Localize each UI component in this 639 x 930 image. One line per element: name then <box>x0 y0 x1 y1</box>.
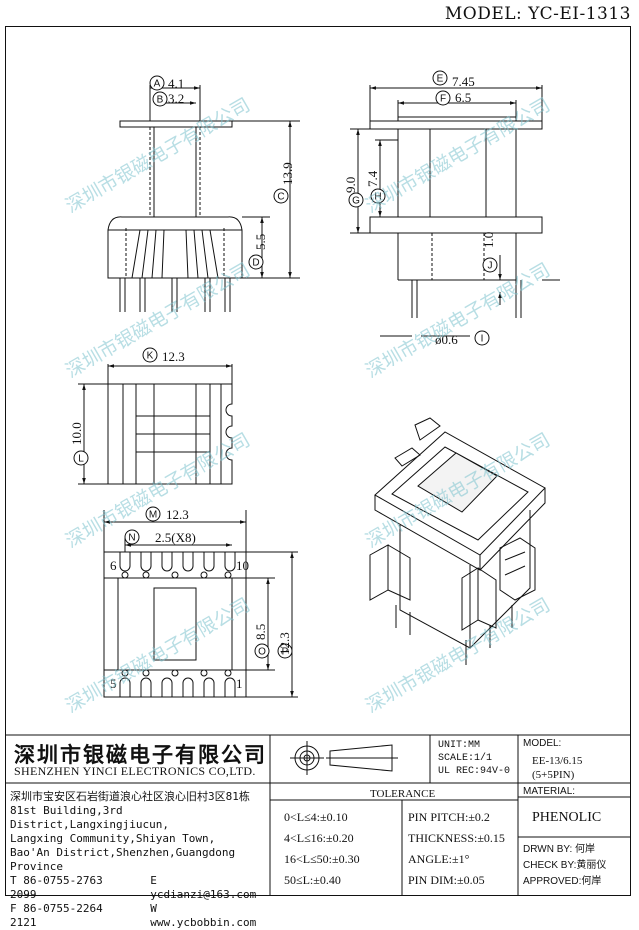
pin-label-top-left: 6 <box>110 558 117 573</box>
address-en-line-3: Bao'An District,Shenzhen,Guangdong Provi… <box>10 846 236 873</box>
callout-letter-f: F <box>440 94 446 105</box>
dimension-callouts: AB C D EF G H J I K L M N O P <box>73 70 498 659</box>
callout-letter-h: H <box>374 192 381 203</box>
telephone: T 86-0755-2763 2099 <box>10 874 103 901</box>
unit-label: UNIT:MM <box>438 740 481 751</box>
callout-circle-a <box>149 75 165 91</box>
tolerance-row: ANGLE:±1° <box>408 852 470 866</box>
tolerance-length-list: 0<L≤4:±0.10 4<L≤16:±0.20 16<L≤50:±0.30 5… <box>284 807 360 891</box>
website: W www.ycbobbin.com <box>150 902 257 929</box>
callout-letter-o: O <box>258 647 266 658</box>
callout-letter-k: K <box>147 351 154 362</box>
ul-label: UL REC:94V-0 <box>438 766 511 777</box>
dim-h-value: 7.4 <box>365 170 380 187</box>
model-box-line-2: (5+5PIN) <box>532 769 575 781</box>
dim-a-value: 4.1 <box>168 76 184 91</box>
model-title: MODEL: YC-EI-1313 <box>444 4 631 24</box>
callout-letter-a: A <box>154 79 161 90</box>
drawn-by: DRWN BY: 何岸 <box>523 844 596 855</box>
dim-d-value: 5.5 <box>253 234 268 250</box>
dim-b-value: 3.2 <box>168 91 184 106</box>
tolerance-row: PIN PITCH:±0.2 <box>408 810 490 824</box>
pin-label-bottom-left: 5 <box>110 676 117 691</box>
callout-circle-p <box>277 643 293 659</box>
callout-circle-e <box>432 70 448 86</box>
company-name-en: SHENZHEN YINCI ELECTRONICS CO,LTD. <box>14 764 256 778</box>
callout-circle-f <box>435 90 451 106</box>
dim-o-value: 8.5 <box>253 624 268 640</box>
tolerance-row: PIN DIM:±0.05 <box>408 873 485 887</box>
approved-by: APPROVED:何岸 <box>523 876 602 887</box>
bottom-view <box>103 510 298 698</box>
material-value: PHENOLIC <box>532 810 602 825</box>
callout-circle-i <box>474 330 490 346</box>
dim-m-value: 12.3 <box>166 507 189 522</box>
dim-p-value: 12.3 <box>277 632 292 655</box>
address-cn: 深圳市宝安区石岩街道浪心社区浪心旧村3区81栋 <box>10 790 250 803</box>
drawing-sheet <box>5 26 631 896</box>
callout-circle-c <box>273 188 289 204</box>
dim-i-value: ø0.6 <box>435 332 458 347</box>
callout-letter-e: E <box>437 74 444 85</box>
pin-label-bottom-right: 1 <box>236 676 243 691</box>
scale-label: SCALE:1/1 <box>438 753 493 764</box>
callout-circle-b <box>152 91 168 107</box>
company-contact: 深圳市宝安区石岩街道浪心社区浪心旧村3区81栋 81st Building,3r… <box>10 790 268 930</box>
callout-letter-c: C <box>277 192 284 203</box>
company-name-cn: 深圳市银磁电子有限公司 <box>14 743 267 767</box>
title-block-grid <box>5 734 631 896</box>
tolerance-row: THICKNESS:±0.15 <box>408 831 505 845</box>
checked-by: CHECK BY:黄丽仪 <box>523 860 607 871</box>
tolerance-title: TOLERANCE <box>370 788 436 800</box>
technical-drawing: 6 10 5 1 AB C D EF G H J I K L M N O P 4.1 3.2 13.9 5… <box>5 70 631 896</box>
callout-letter-i: I <box>481 334 484 345</box>
callout-letter-d: D <box>252 258 259 269</box>
isometric-view <box>369 417 546 665</box>
model-box-line-1: EE-13/6.15 <box>532 755 583 767</box>
side-view <box>350 85 560 337</box>
callout-letter-m: M <box>149 510 157 521</box>
callout-letter-b: B <box>157 95 164 106</box>
callout-circle-h <box>370 188 386 204</box>
address-en-line-1: 81st Building,3rd District,Langxingjiucu… <box>10 804 169 831</box>
address-en-line-2: Langxing Community,Shiyan Town, <box>10 832 216 845</box>
tolerance-row: 16<L≤50:±0.30 <box>284 852 360 866</box>
signoff-block: DRWN BY: 何岸 CHECK BY:黄丽仪 APPROVED:何岸 <box>523 842 606 890</box>
callout-letter-p: P <box>282 647 289 658</box>
callout-letter-l: L <box>78 454 84 465</box>
email: E ycdianzi@163.com <box>150 874 257 901</box>
front-view <box>107 85 300 312</box>
dim-f-value: 6.5 <box>455 90 471 105</box>
material-label: MATERIAL: <box>523 786 576 797</box>
tolerance-other-list: PIN PITCH:±0.2 THICKNESS:±0.15 ANGLE:±1°… <box>408 807 505 891</box>
unit-info: UNIT:MM SCALE:1/1 UL REC:94V-0 <box>438 739 510 778</box>
callout-letter-j: J <box>488 261 493 272</box>
dim-l-value: 10.0 <box>69 422 84 445</box>
fax: F 86-0755-2264 2121 <box>10 902 103 929</box>
callout-letter-g: G <box>352 196 360 207</box>
tolerance-row: 4<L≤16:±0.20 <box>284 831 354 845</box>
pin-label-top-right: 10 <box>236 558 249 573</box>
tolerance-row: 0<L≤4:±0.10 <box>284 810 348 824</box>
callout-circle-d <box>248 254 264 270</box>
dim-n-value: 2.5(X8) <box>155 530 196 545</box>
dim-e-value: 7.45 <box>452 74 475 89</box>
callout-circle-n <box>124 529 140 545</box>
model-box-label: MODEL: <box>523 738 562 749</box>
callout-circle-k <box>142 347 158 363</box>
callout-circle-l <box>73 450 89 466</box>
dim-k-value: 12.3 <box>162 349 185 364</box>
callout-circle-g <box>348 192 364 208</box>
callout-circle-o <box>254 643 270 659</box>
dim-j-value: 1.0 <box>481 232 496 248</box>
callout-letter-n: N <box>128 533 135 544</box>
dim-g-value: 9.0 <box>343 177 358 193</box>
tolerance-row: 50≤L:±0.40 <box>284 873 341 887</box>
dim-c-value: 13.9 <box>280 162 295 185</box>
top-view <box>78 364 233 485</box>
callout-circle-j <box>482 257 498 273</box>
callout-circle-m <box>145 506 161 522</box>
